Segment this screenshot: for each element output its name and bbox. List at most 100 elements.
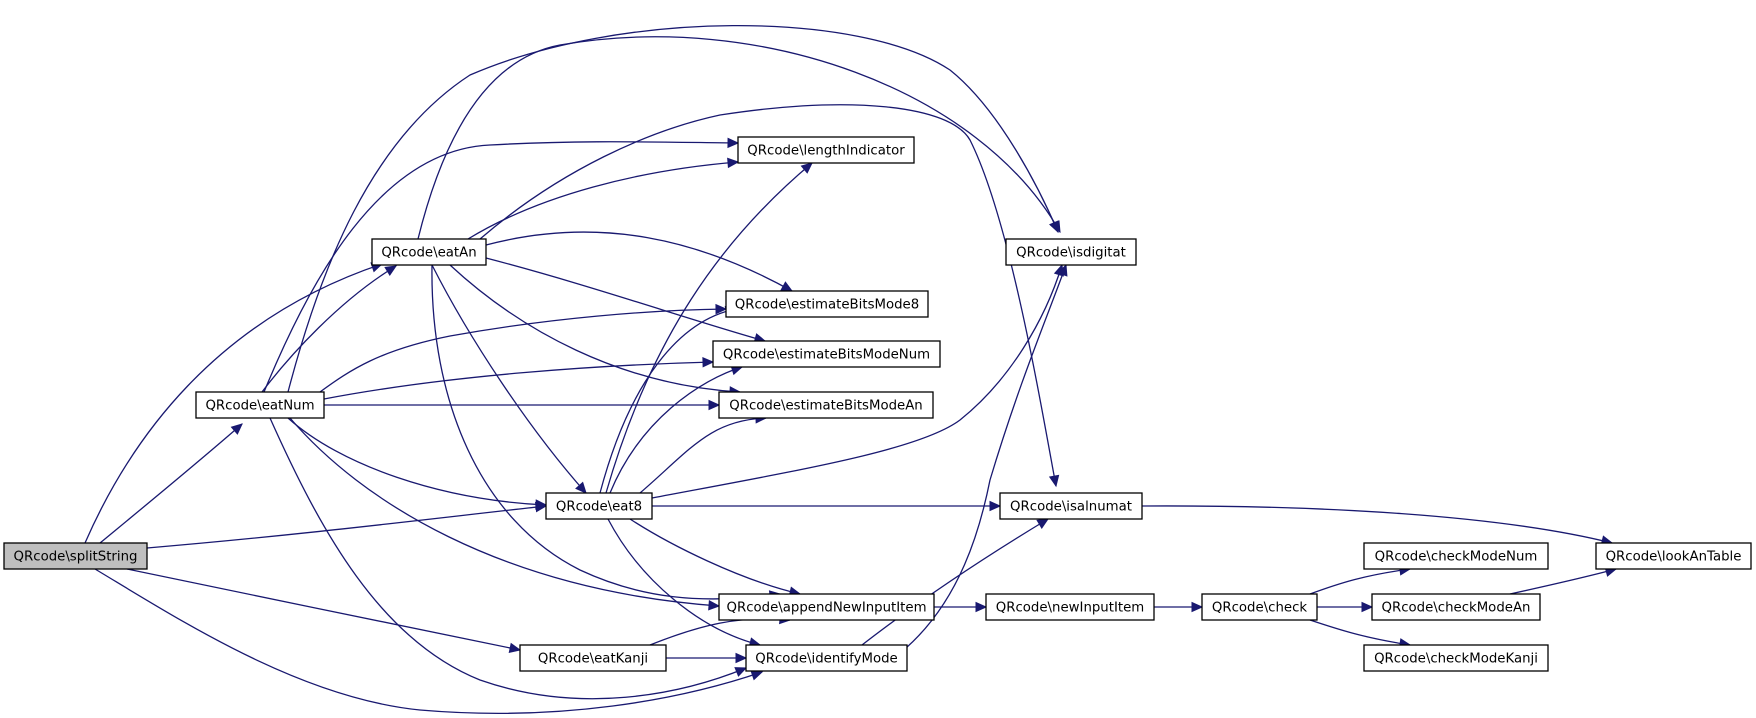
node-label: QRcode\isalnumat	[1010, 500, 1132, 515]
node-eat8[interactable]: QRcode\eat8	[545, 492, 653, 520]
edge-eatNum-to-lengthIndicator	[263, 137, 740, 393]
edge-checkModeAn-to-lookAnTable	[1509, 566, 1618, 595]
edge-eat8-to-isalnumat	[652, 500, 1002, 512]
edge-line	[323, 361, 714, 400]
arrowhead	[1191, 601, 1204, 613]
node-box	[1363, 542, 1549, 570]
edge-line	[287, 24, 1059, 393]
node-check[interactable]: QRcode\check	[1201, 593, 1318, 621]
edge-check-to-checkModeNum	[1309, 565, 1412, 595]
edge-eat8-to-identifyMode	[607, 518, 762, 648]
arrowhead	[1048, 474, 1060, 488]
edge-eatAn-to-lengthIndicator	[467, 157, 740, 240]
edge-eatNum-to-eatAn	[261, 265, 398, 393]
node-box	[725, 290, 929, 318]
node-box	[371, 238, 487, 266]
node-box	[737, 136, 915, 164]
edge-splitString-to-eatNum	[99, 423, 243, 544]
edge-line	[146, 505, 547, 549]
edge-line	[649, 618, 791, 646]
nodes: QRcode\splitStringQRcode\eatNumQRcode\ea…	[3, 136, 1752, 672]
node-box	[718, 593, 935, 621]
edge-line	[639, 417, 767, 494]
edge-eat8-to-estimateBitsModeNum	[609, 365, 744, 494]
edge-line	[485, 257, 766, 342]
arrowhead	[508, 642, 522, 654]
arrowhead	[727, 157, 740, 169]
edge-line	[126, 568, 521, 651]
edge-line	[479, 104, 1057, 487]
edge-line	[269, 417, 747, 700]
node-checkModeAn[interactable]: QRcode\checkModeAn	[1371, 593, 1541, 621]
node-label: QRcode\identifyMode	[755, 652, 897, 667]
edge-line	[417, 36, 1061, 240]
node-box	[545, 492, 653, 520]
edge-line	[94, 568, 763, 714]
edge-eat8-to-estimateBitsMode8	[599, 305, 738, 494]
node-isdigitat[interactable]: QRcode\isdigitat	[1005, 238, 1137, 266]
edge-eatAn-to-isdigitat	[417, 36, 1061, 240]
node-label: QRcode\newInputItem	[996, 601, 1144, 616]
edge-eatAn-to-estimateBitsMode8	[485, 231, 794, 292]
edge-eatNum-to-identifyMode	[269, 417, 748, 700]
node-newInputItem[interactable]: QRcode\newInputItem	[985, 593, 1155, 621]
edge-line	[1309, 568, 1411, 595]
node-box	[745, 644, 908, 672]
node-checkModeNum[interactable]: QRcode\checkModeNum	[1363, 542, 1549, 570]
node-label: QRcode\checkModeAn	[1382, 601, 1531, 616]
arrowhead	[702, 357, 715, 368]
node-estimateBitsModeNum[interactable]: QRcode\estimateBitsModeNum	[712, 340, 941, 368]
arrowhead	[575, 481, 587, 494]
node-estimateBitsMode8[interactable]: QRcode\estimateBitsMode8	[725, 290, 929, 318]
node-label: QRcode\isdigitat	[1016, 246, 1126, 261]
edge-splitString-to-identifyMode	[94, 568, 764, 714]
node-box	[3, 542, 148, 570]
edge-eatNum-to-estimateBitsModeNum	[323, 357, 715, 400]
edge-eatNum-to-appendNewInputItem	[289, 417, 721, 611]
node-isalnumat[interactable]: QRcode\isalnumat	[999, 492, 1143, 520]
edge-line	[99, 423, 243, 544]
arrowhead	[1057, 263, 1068, 277]
node-label: QRcode\appendNewInputItem	[726, 601, 926, 616]
edge-eatAn-to-estimateBitsModeNum	[485, 257, 767, 344]
node-lengthIndicator[interactable]: QRcode\lengthIndicator	[737, 136, 915, 164]
node-eatAn[interactable]: QRcode\eatAn	[371, 238, 487, 266]
node-box	[1005, 238, 1137, 266]
edge-eat8-to-estimateBitsModeAn	[639, 413, 768, 494]
node-lookAnTable[interactable]: QRcode\lookAnTable	[1595, 542, 1752, 570]
edge-eatKanji-to-identifyMode	[666, 652, 748, 664]
node-label: QRcode\checkModeNum	[1375, 550, 1538, 565]
edge-eatNum-to-estimateBitsMode8	[319, 303, 728, 393]
edge-identifyMode-to-isalnumat	[861, 518, 1050, 646]
edge-splitString-to-eat8	[146, 501, 548, 549]
node-checkModeKanji[interactable]: QRcode\checkModeKanji	[1363, 644, 1549, 672]
node-box	[1363, 644, 1549, 672]
node-label: QRcode\estimateBitsModeAn	[729, 399, 922, 414]
arrowhead	[727, 137, 740, 149]
edge-line	[263, 141, 739, 393]
edge-eat8-to-lengthIndicator	[605, 162, 813, 494]
node-label: QRcode\checkModeKanji	[1374, 652, 1538, 667]
node-splitString[interactable]: QRcode\splitString	[3, 542, 148, 570]
node-label: QRcode\check	[1212, 601, 1307, 616]
edge-line	[609, 366, 743, 494]
edge-eatAn-to-isalnumat	[479, 104, 1060, 488]
arrowhead	[708, 399, 721, 411]
node-box	[1201, 593, 1318, 621]
arrowhead	[535, 499, 548, 510]
node-eatNum[interactable]: QRcode\eatNum	[195, 391, 325, 419]
arrowhead	[780, 281, 794, 292]
edge-newInputItem-to-check	[1154, 601, 1204, 613]
node-estimateBitsModeAn[interactable]: QRcode\estimateBitsModeAn	[718, 391, 934, 419]
edge-line	[319, 308, 727, 393]
node-eatKanji[interactable]: QRcode\eatKanji	[519, 644, 667, 672]
edge-line	[629, 518, 801, 595]
node-box	[519, 644, 667, 672]
arrowhead	[1361, 601, 1374, 613]
node-label: QRcode\estimateBitsMode8	[735, 298, 919, 313]
node-identifyMode[interactable]: QRcode\identifyMode	[745, 644, 908, 672]
arrowhead	[734, 667, 748, 677]
edge-eatNum-to-estimateBitsModeAn	[324, 399, 721, 411]
node-appendNewInputItem[interactable]: QRcode\appendNewInputItem	[718, 593, 935, 621]
